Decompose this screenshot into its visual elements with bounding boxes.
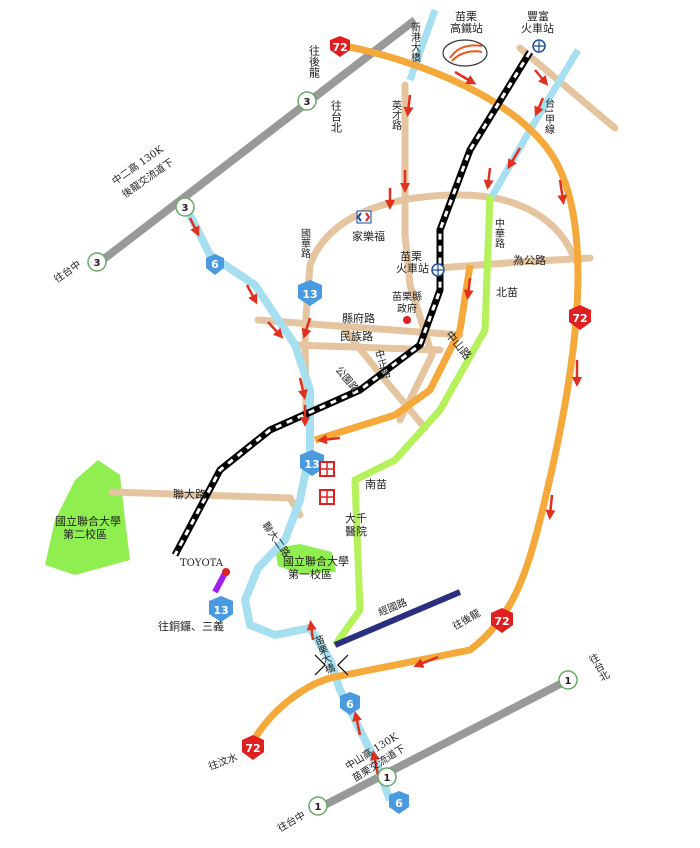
hospital-icon-a xyxy=(319,461,335,477)
label-to-taipei-n1: 往台北 xyxy=(585,651,611,684)
label-xingang-bridge: 新港大橋 xyxy=(409,21,421,63)
svg-text:72: 72 xyxy=(494,615,509,628)
freeway-1 xyxy=(313,676,570,814)
local-road-weigong xyxy=(434,254,594,272)
label-miaoli-bridge: 苗栗大橋 xyxy=(311,634,336,677)
label-to-houlong: 往後龍 xyxy=(308,44,321,79)
label-weigong-road: 為公路 xyxy=(513,253,546,267)
zhonghua-road xyxy=(332,194,494,648)
local-road-zhongzheng xyxy=(341,326,429,432)
label-to-taichung-n1: 往台中 xyxy=(275,808,307,834)
direction-arrows xyxy=(188,69,582,776)
nuu-campus2-area xyxy=(45,460,130,575)
label-fengfu-l1: 豐富 xyxy=(527,9,549,23)
svg-text:13: 13 xyxy=(213,604,228,617)
label-tai1-line: 台1甲線 xyxy=(543,97,555,135)
toyota-marker xyxy=(222,568,230,576)
bridge-symbol xyxy=(314,654,349,676)
route-72 xyxy=(246,41,582,752)
train-station-icon xyxy=(532,39,546,53)
freeway-3 xyxy=(97,16,418,266)
label-hsr-station-l1: 苗栗 xyxy=(455,10,477,23)
svg-text:6: 6 xyxy=(211,258,219,271)
route-72-shield-lower: 72 xyxy=(491,608,513,633)
svg-text:13: 13 xyxy=(302,288,317,301)
freeway-1-shield-b: 1 xyxy=(377,767,397,787)
label-to-taichung-n3: 往台中 xyxy=(51,258,83,286)
label-to-tongluo: 往銅鑼、三義 xyxy=(158,619,224,633)
carrefour-icon xyxy=(356,210,372,224)
label-miaoli-station-l1: 苗栗 xyxy=(400,250,422,263)
label-yingcai-road: 英才路 xyxy=(390,99,402,131)
route-13-shield-a: 13 xyxy=(298,280,322,306)
svg-text:72: 72 xyxy=(245,742,260,755)
label-hospital-l1: 大千 xyxy=(345,511,367,525)
label-xianfu-road: 縣府路 xyxy=(342,311,375,325)
label-to-wenshui: 往汶水 xyxy=(207,750,240,772)
freeway-3-shield-b: 3 xyxy=(175,197,195,217)
label-lianda-road: 聯大路 xyxy=(173,487,206,501)
route-72-shield-top: 72 xyxy=(330,36,350,57)
zhongshan-road xyxy=(313,264,474,444)
label-zhonghua-road: 中華路 xyxy=(493,217,505,249)
freeway-3-shield-a: 3 xyxy=(297,91,317,111)
route-72-shield-left: 72 xyxy=(242,735,264,760)
svg-text:3: 3 xyxy=(304,97,311,108)
label-to-taipei-n3: 往台北 xyxy=(330,99,343,133)
svg-text:1: 1 xyxy=(565,676,572,687)
label-gongjing-road: 公園路 xyxy=(333,364,362,395)
label-nuu-campus2-l1: 國立聯合大學 xyxy=(55,514,121,528)
label-beimiao: 北苗 xyxy=(496,286,518,299)
label-county-gov-l1: 苗栗縣 xyxy=(392,291,422,303)
route-72-shield-right: 72 xyxy=(569,305,591,330)
svg-text:72: 72 xyxy=(572,312,587,325)
freeway-1-shield-a: 1 xyxy=(558,670,578,690)
svg-text:72: 72 xyxy=(332,41,347,54)
label-hospital-l2: 醫院 xyxy=(345,524,367,538)
route-13-shield-c: 13 xyxy=(209,596,233,622)
label-guohua-road: 國華路 xyxy=(299,228,311,259)
svg-text:6: 6 xyxy=(395,797,403,810)
nuu-campus1-area xyxy=(275,544,336,574)
expressway-6-shield-b: 6 xyxy=(340,692,360,715)
local-road-fengfu xyxy=(516,44,619,132)
label-nuu-campus1-l1: 國立聯合大學 xyxy=(283,554,349,568)
hsr-logo-icon xyxy=(442,39,488,67)
label-fengfu-l2: 火車站 xyxy=(521,21,554,35)
toyota-road xyxy=(212,571,228,594)
svg-text:1: 1 xyxy=(315,802,322,813)
label-hsr-station-l2: 高鐵站 xyxy=(450,21,483,35)
route-13-shield-b: 13 xyxy=(300,450,324,476)
svg-text:13: 13 xyxy=(304,458,319,471)
label-nanmiao: 南苗 xyxy=(365,478,387,491)
label-to-houlong2: 往後龍 xyxy=(450,606,482,632)
jingguo-road xyxy=(333,589,462,648)
freeway-1-shield-c: 1 xyxy=(308,796,328,816)
label-carrefour: 家樂福 xyxy=(352,229,385,243)
county-gov-marker xyxy=(403,316,411,324)
label-nuu-campus2-l2: 第二校區 xyxy=(63,527,107,541)
svg-text:3: 3 xyxy=(94,258,101,269)
label-nuu-campus1-l2: 第一校區 xyxy=(288,567,332,581)
svg-text:3: 3 xyxy=(182,203,189,214)
expressway-6-shield-a: 6 xyxy=(206,254,224,275)
local-road-ring xyxy=(306,191,579,269)
svg-text:1: 1 xyxy=(384,773,391,784)
label-minzu-road: 民族路 xyxy=(340,329,373,343)
hospital-icon-b xyxy=(319,489,335,505)
svg-text:6: 6 xyxy=(346,698,354,711)
miaoli-station-icon xyxy=(431,263,445,277)
freeway-3-shield-c: 3 xyxy=(87,252,107,272)
label-county-gov-l2: 政府 xyxy=(397,302,417,315)
expressway-6-shield-c: 6 xyxy=(389,791,409,814)
railway xyxy=(171,50,533,557)
label-miaoli-station-l2: 火車站 xyxy=(396,261,429,275)
label-toyota: TOYOTA xyxy=(180,558,224,569)
